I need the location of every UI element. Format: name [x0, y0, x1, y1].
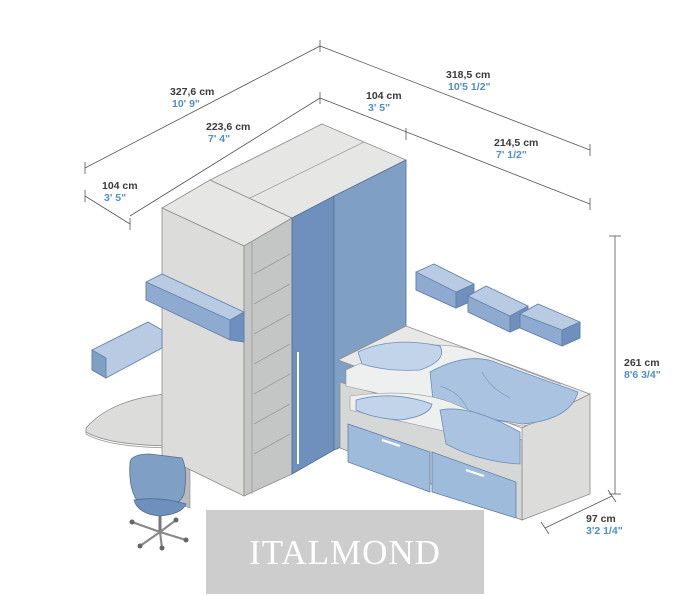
dim-left-depth-in: 3' 5" [104, 192, 126, 204]
watermark: ITALMOND [206, 510, 484, 594]
dim-line-overall-right [319, 45, 591, 151]
watermark-box [206, 510, 484, 594]
wall-shelf-upper [145, 273, 245, 343]
dim-overall-left-in: 10' 9" [172, 98, 200, 110]
left-tall-unit [161, 179, 293, 497]
bed [336, 325, 592, 521]
wall-box-2 [467, 285, 529, 333]
dim-left-depth-cm: 104 cm [102, 180, 138, 192]
dim-wardrobe-depth-in: 3' 5" [368, 102, 390, 114]
dim-inner-right-in: 7' 1/2" [496, 149, 527, 161]
dim-wardrobe-depth-cm: 104 cm [366, 90, 402, 102]
dim-line-overall-left [84, 45, 321, 169]
dim-inner-left-in: 7' 4" [208, 133, 230, 145]
dim-overall-right-in: 10'5 1/2" [448, 81, 491, 93]
watermark-text: ITALMOND [249, 533, 441, 572]
wall-box-1 [415, 263, 475, 309]
dim-line-inner-left [129, 97, 321, 217]
left-unit-front [243, 217, 293, 497]
dim-inner-left-cm: 223,6 cm [206, 121, 250, 133]
dim-line-left-depth [84, 195, 131, 225]
dim-line-bed-depth [544, 495, 613, 529]
dimension-lines [84, 40, 621, 535]
chair-base [131, 519, 187, 549]
left-unit-side [161, 207, 245, 497]
pillow-lower [355, 395, 433, 421]
chair-back [129, 453, 186, 507]
dim-height-in: 8'6 3/4" [624, 369, 661, 381]
dimension-labels: 327,6 cm 10' 9" 223,6 cm 7' 4" 104 cm 3'… [102, 69, 661, 537]
wall-shelf-lower [91, 321, 163, 379]
dim-overall-right-cm: 318,5 cm [446, 69, 490, 81]
dim-line-inner-right [319, 97, 591, 205]
open-shelves [251, 242, 291, 494]
chair-seat [133, 498, 187, 517]
drawer-right [431, 451, 517, 519]
wall-box-3 [519, 303, 581, 347]
drawer-left [347, 423, 431, 493]
dim-bed-depth-in: 3'2 1/4" [586, 525, 623, 537]
pillow-upper [357, 341, 443, 371]
dim-height-cm: 261 cm [624, 357, 660, 369]
office-chair [129, 453, 189, 551]
dim-overall-left-cm: 327,6 cm [170, 86, 214, 98]
dim-inner-right-cm: 214,5 cm [494, 137, 538, 149]
dim-bed-depth-cm: 97 cm [586, 513, 616, 525]
bed-cover-lower [439, 408, 521, 465]
